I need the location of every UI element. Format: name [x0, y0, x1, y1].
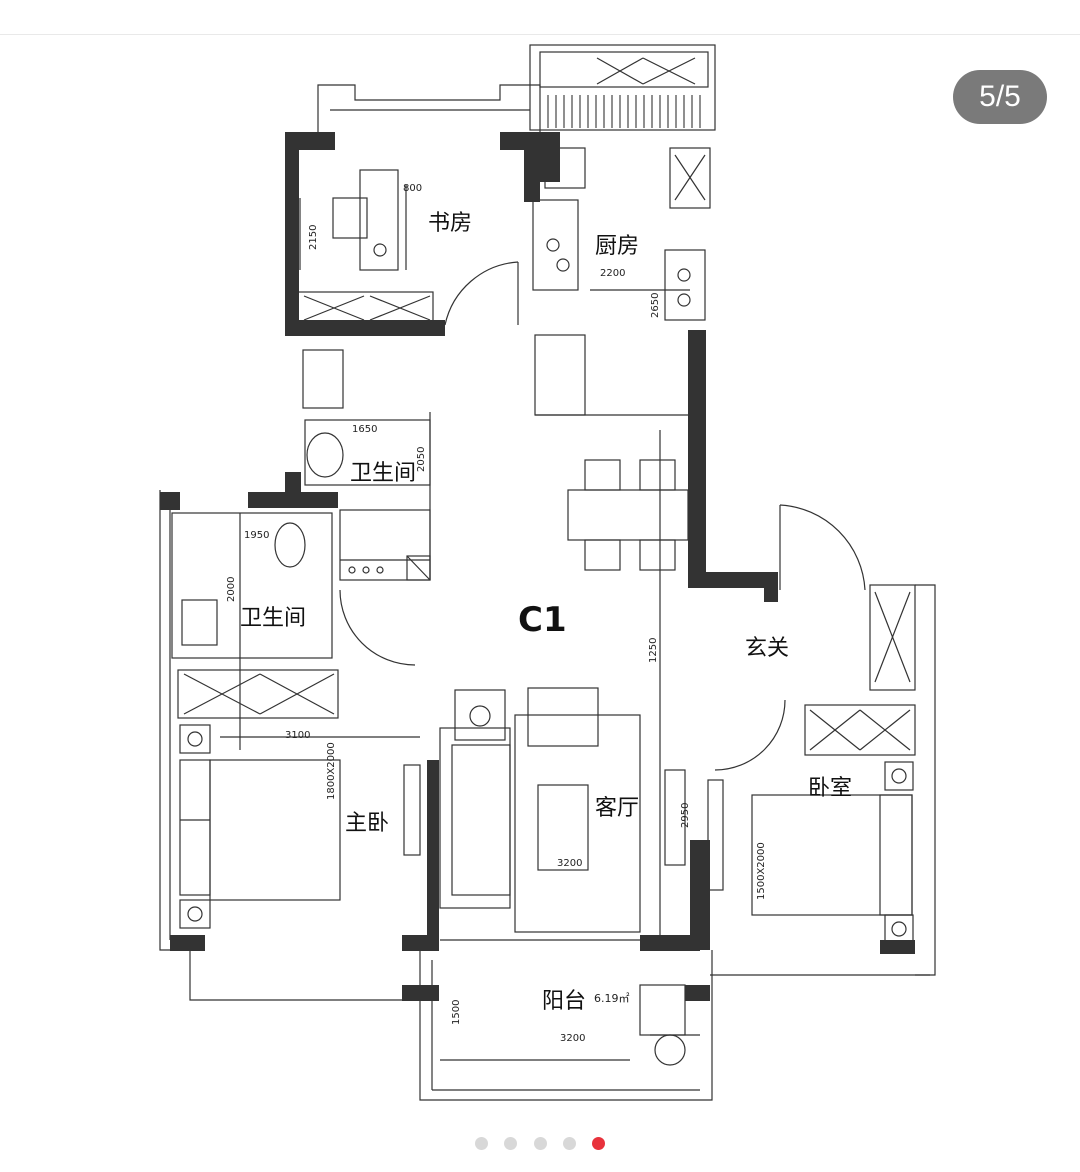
dim-bath-left-width: 1950 — [244, 530, 270, 541]
room-label-bedroom: 卧室 — [808, 776, 853, 801]
image-counter-badge: 5/5 — [953, 70, 1047, 124]
room-label-bathroom-top: 卫生间 — [350, 461, 417, 486]
pagination-dot-3[interactable] — [533, 1137, 547, 1150]
floor-plan-image[interactable]: 书房 厨房 卫生间 卫生间 玄关 客厅 主卧 卧室 阳台 6.19㎡ C1 80… — [0, 0, 1080, 1120]
unit-type-label: C1 — [518, 600, 567, 640]
pagination-dot-5-active[interactable] — [592, 1137, 606, 1150]
dim-living-h1: 1250 — [648, 637, 659, 663]
dim-study-width: 800 — [403, 183, 423, 194]
room-label-entry: 玄关 — [745, 636, 790, 661]
dim-study-height: 2150 — [308, 224, 319, 250]
floor-plan-drawing — [159, 44, 936, 1101]
room-label-kitchen: 厨房 — [595, 234, 640, 259]
dim-kitchen-height: 2650 — [650, 292, 661, 318]
dim-living-h2: 2950 — [680, 802, 691, 828]
dim-balcony-height: 1500 — [451, 999, 462, 1025]
dim-kitchen-width: 2200 — [600, 268, 626, 279]
dim-bedroom-bed: 1500X2000 — [756, 842, 767, 900]
room-label-master: 主卧 — [345, 811, 390, 836]
pagination-dot-4[interactable] — [562, 1137, 576, 1150]
dim-bath-top-height: 2050 — [416, 446, 427, 472]
room-label-study: 书房 — [428, 211, 473, 236]
room-label-balcony: 阳台 — [542, 989, 587, 1014]
dim-balcony-width: 3200 — [560, 1033, 586, 1044]
dim-bath-top-width: 1650 — [352, 424, 378, 435]
pagination-dot-1[interactable] — [474, 1137, 488, 1150]
carousel-pagination — [0, 1137, 1080, 1157]
dim-living-width: 3200 — [557, 858, 583, 869]
dim-bath-left-height: 2000 — [226, 576, 237, 602]
top-divider — [0, 34, 1080, 35]
dim-master-bed: 1800X2000 — [326, 742, 337, 800]
pagination-dot-2[interactable] — [504, 1137, 518, 1150]
dim-master-width: 3100 — [285, 730, 311, 741]
room-label-living: 客厅 — [595, 796, 640, 821]
room-label-bathroom-left: 卫生间 — [240, 606, 307, 631]
balcony-area: 6.19㎡ — [594, 992, 630, 1005]
